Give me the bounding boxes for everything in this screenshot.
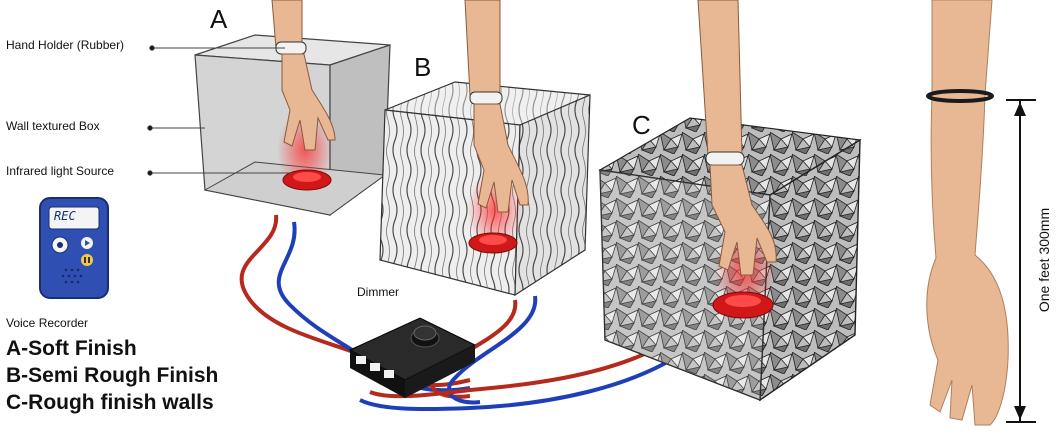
- label-hand-holder: Hand Holder (Rubber): [6, 38, 125, 52]
- voice-recorder: [39, 197, 109, 299]
- wire-red-c: [369, 333, 682, 399]
- legend-rough-finish: C-Rough finish walls: [6, 391, 214, 414]
- legend-semi-rough-finish: B-Semi Rough Finish: [6, 364, 219, 387]
- label-box-b: B: [414, 52, 432, 82]
- wire-blue-c: [359, 338, 702, 412]
- label-box-a: A: [210, 4, 228, 34]
- arm-b: [464, 0, 529, 213]
- recorder-screen: [48, 206, 100, 230]
- label-wall-box: Wall textured Box: [6, 119, 100, 133]
- arm-a: [271, 0, 336, 151]
- label-ir-source: Infrared light Source: [6, 164, 115, 178]
- label-dimmer: Dimmer: [357, 285, 399, 299]
- rubber-holder-b: [469, 91, 503, 105]
- recorder-rec-text: REC: [54, 209, 76, 223]
- reference-wristband: [926, 89, 994, 103]
- label-voice-recorder: Voice Recorder: [6, 316, 89, 330]
- legend-soft-finish: A-Soft Finish: [6, 337, 137, 360]
- label-box-c: C: [632, 110, 651, 140]
- rubber-holder-c: [705, 151, 745, 166]
- arm-c: [697, 0, 777, 276]
- dimmer-device: [348, 317, 477, 398]
- reference-arm: [926, 0, 1009, 426]
- wire-blue-b: [447, 295, 538, 405]
- callout-lines: [147, 45, 290, 176]
- label-measurement: One feet 300mm: [1036, 207, 1052, 313]
- measurement-arrow: [1006, 99, 1036, 423]
- recorder-pause: [81, 254, 93, 266]
